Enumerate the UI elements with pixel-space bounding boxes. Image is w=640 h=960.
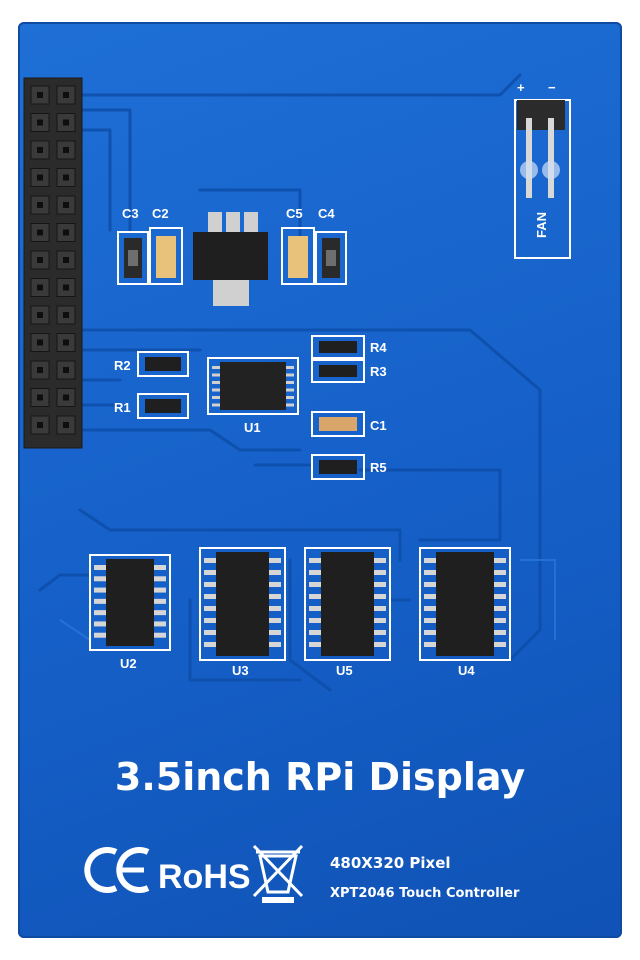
controller-text: XPT2046 Touch Controller bbox=[330, 886, 520, 901]
label-r4: R4 bbox=[370, 340, 387, 355]
chip-u4 bbox=[419, 547, 511, 661]
label-u5: U5 bbox=[336, 663, 353, 678]
label-u2: U2 bbox=[120, 656, 137, 671]
label-u4: U4 bbox=[458, 663, 475, 678]
chip-u2 bbox=[89, 554, 171, 651]
label-r2: R2 bbox=[114, 358, 131, 373]
pcb-traces bbox=[38, 73, 556, 692]
chip-u1 bbox=[207, 357, 299, 415]
label-u3: U3 bbox=[232, 663, 249, 678]
resistor-r2 bbox=[137, 351, 189, 377]
label-r1: R1 bbox=[114, 400, 131, 415]
capacitor-c4 bbox=[315, 231, 347, 285]
fan-label: FAN bbox=[534, 212, 549, 238]
board-title: 3.5inch RPi Display bbox=[115, 755, 525, 799]
fan-plus-label: + bbox=[517, 80, 525, 95]
voltage-regulator bbox=[193, 212, 268, 306]
resistor-r4 bbox=[311, 335, 365, 359]
resistor-r5 bbox=[311, 454, 365, 480]
capacitor-c1 bbox=[311, 411, 365, 437]
capacitor-c3 bbox=[117, 231, 149, 285]
ce-logo bbox=[84, 847, 150, 893]
chip-u5 bbox=[304, 547, 391, 661]
label-u1: U1 bbox=[244, 420, 261, 435]
logic-chips bbox=[89, 547, 511, 661]
label-r3: R3 bbox=[370, 364, 387, 379]
capacitor-c2 bbox=[149, 227, 183, 285]
resistor-r3 bbox=[311, 359, 365, 383]
gpio-header bbox=[23, 77, 83, 449]
label-c5: C5 bbox=[286, 206, 303, 221]
rohs-logo: RoHS bbox=[158, 858, 251, 896]
label-c2: C2 bbox=[152, 206, 169, 221]
fan-header: + − FAN bbox=[514, 80, 571, 259]
label-c4: C4 bbox=[318, 206, 335, 221]
chip-u3 bbox=[199, 547, 286, 661]
fan-minus-label: − bbox=[548, 80, 556, 95]
weee-bin-icon bbox=[252, 844, 304, 903]
label-c1: C1 bbox=[370, 418, 387, 433]
label-c3: C3 bbox=[122, 206, 139, 221]
capacitor-c5 bbox=[281, 227, 315, 285]
resolution-text: 480X320 Pixel bbox=[330, 854, 451, 872]
resistor-r1 bbox=[137, 393, 189, 419]
label-r5: R5 bbox=[370, 460, 387, 475]
